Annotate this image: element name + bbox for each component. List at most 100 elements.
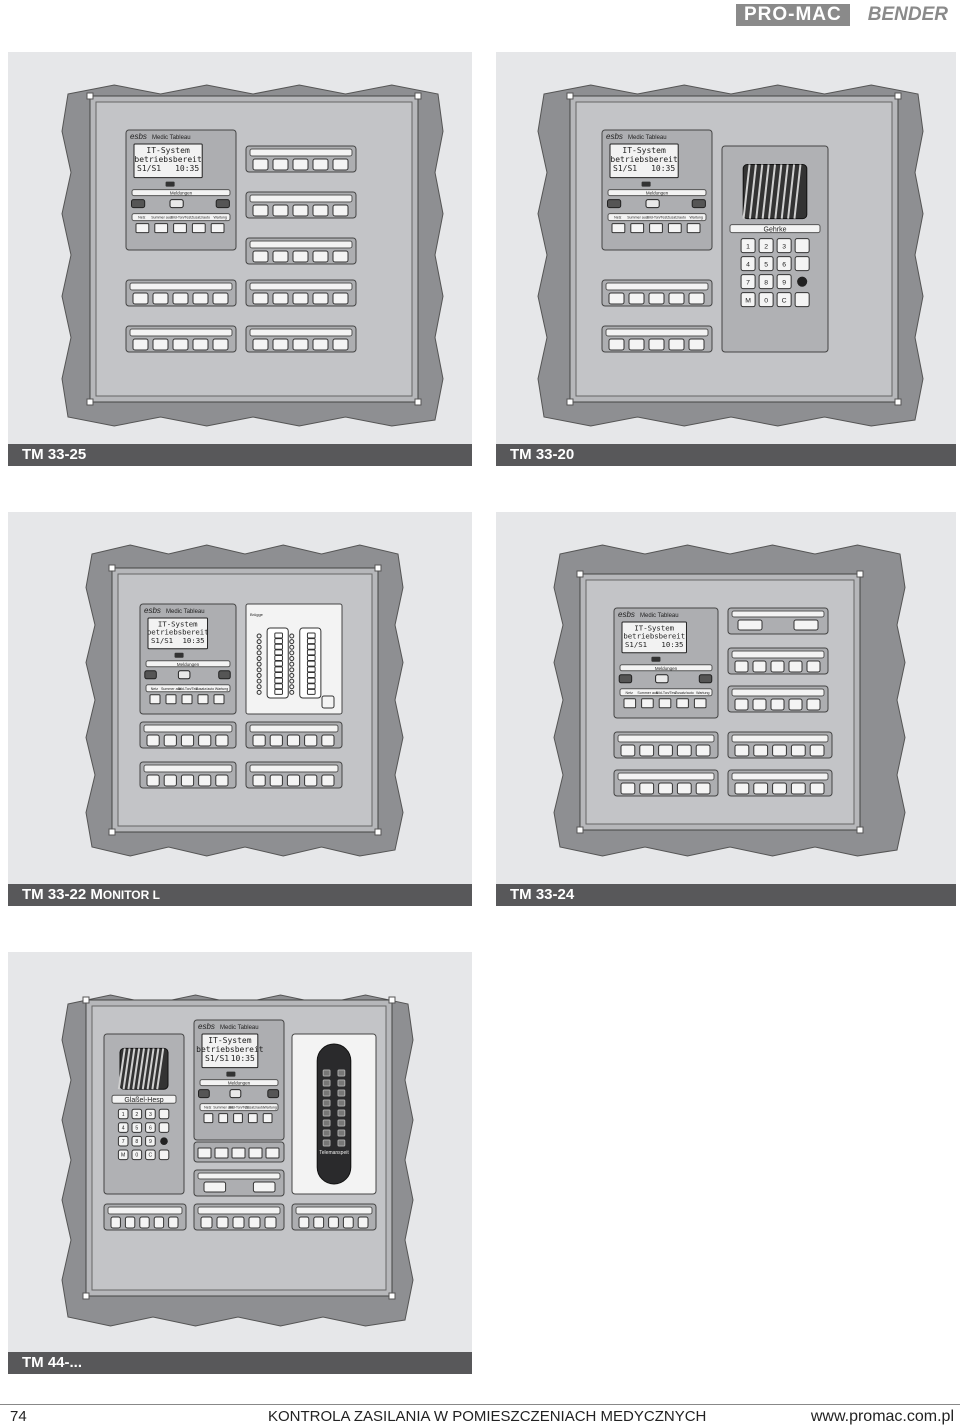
corner-screw [576,826,584,834]
indicator-button [215,774,229,787]
indicator-button [215,734,229,747]
keypad-key [740,292,756,308]
indicator-button [252,734,266,747]
keypad-key [131,1149,143,1161]
monitor-cell [274,632,283,639]
function-button [693,698,707,709]
monitor-led [256,644,262,650]
function-button [641,698,654,709]
keypad-function-key [158,1149,170,1161]
indicator-button [269,734,283,747]
indicator-button [312,338,329,351]
panel-caption: TM 44-... [8,1352,472,1374]
indicator-button [676,744,692,757]
indicator-button [252,250,269,263]
status-label: Netz [138,216,146,220]
control-button [698,674,713,684]
header-logos: PRO-MAC BENDER [735,4,956,26]
monitor-led [289,650,295,656]
keypad-key-label: 1 [122,1112,125,1118]
brand-logo: esbs [130,132,147,141]
function-button [135,223,150,234]
handset-led [160,1137,168,1146]
corner-screw [86,398,94,406]
monitor-cell [306,638,316,645]
promac-logo: PRO-MAC [735,4,850,26]
indicator-button [752,660,767,673]
speaker-slot [793,164,802,219]
status-label: Zusatz/auto [667,216,686,220]
module-label-strip [731,734,829,743]
keypad-key [145,1135,156,1147]
indicator-button [292,204,309,217]
function-button [658,698,672,709]
function-button [173,223,187,234]
speaker-slot [156,1048,165,1090]
function-button [611,223,626,234]
monitor-cell [306,660,316,667]
indicator-button [695,782,711,795]
monitor-led [256,689,262,695]
keypad-key [145,1149,156,1161]
status-led [651,656,661,662]
lcd-line3: S1/S1 [205,1054,229,1063]
monitor-led [256,661,262,667]
indicator-button [252,204,269,217]
keypad-key [131,1122,143,1133]
lcd-line3: S1/S1 [151,636,173,645]
corner-screw [856,826,864,834]
indicator-button [648,338,665,351]
module-label-strip [617,734,715,743]
monitor-led [289,644,295,650]
keypad-key [117,1149,129,1161]
speaker-slot [146,1048,155,1090]
indicator-button [248,1216,261,1229]
corner-screw [388,1292,396,1300]
speaker-slot [117,1048,126,1090]
status-label: Zusatz/auto [675,691,694,695]
indicator-button [737,619,763,631]
status-label: Bild-Ton/Test [656,691,677,695]
brand-subtitle: Medic Tableau [152,135,191,141]
indicator-button [132,292,149,305]
lcd-line1: IT-System [146,146,190,155]
indicator-button [248,1147,263,1159]
indicator-button [265,1147,280,1159]
page-number: 74 [10,1408,27,1425]
function-button [630,223,645,234]
intercom-label-strip [111,1094,177,1104]
indicator-button [658,744,673,757]
indicator-button [321,734,335,747]
indicator-button [252,1181,276,1193]
indicator-button [648,292,665,305]
module-label-strip [249,724,339,733]
corner-screw [414,92,422,100]
control-button [198,1089,210,1099]
module-label-strip [143,764,233,773]
function-button [676,698,689,709]
status-label: Zusatz/auto [245,1106,264,1110]
control-button [691,199,706,209]
status-led [641,181,651,187]
brand-subtitle: Medic Tableau [166,609,205,615]
indicator-button [192,292,209,305]
keypad-key [776,274,792,290]
indicator-button [688,292,705,305]
module-label-strip [197,1206,281,1215]
indicator-button [313,1216,325,1229]
control-button [177,670,191,680]
indicator-button [734,698,749,711]
keypad-function-key [794,256,810,272]
module-label-strip [197,1172,281,1180]
speaker-slot [127,1048,136,1090]
function-button [213,694,225,705]
monitor-cell [274,677,283,684]
page-footer: 74 KONTROLA ZASILANIA W POMIESZCZENIACH … [0,1404,960,1426]
indicator-button [806,660,821,673]
keypad-key-label: C [782,297,787,304]
speaker-slot [761,164,770,219]
function-button [247,1113,258,1124]
indicator-button [139,1216,150,1229]
